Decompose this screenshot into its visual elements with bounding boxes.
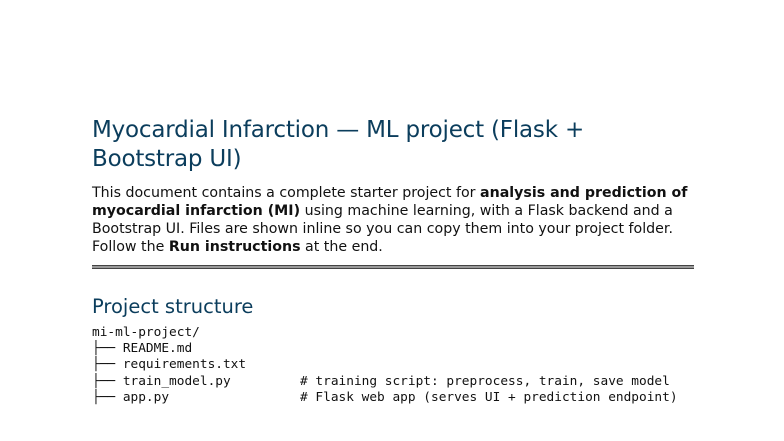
page-title: Myocardial Infarction — ML project (Flas… xyxy=(92,117,585,172)
intro-bold-1: analysis and prediction of myocardial in… xyxy=(92,185,688,219)
intro-paragraph: This document contains a complete starte… xyxy=(92,184,694,256)
code-line: mi-ml-project/ xyxy=(92,325,200,340)
intro-text-1: This document contains a complete starte… xyxy=(92,185,481,201)
horizontal-rule xyxy=(92,265,694,269)
document-page: Myocardial Infarction — ML project (Flas… xyxy=(92,116,694,406)
code-line: ├── requirements.txt xyxy=(92,357,247,373)
code-line: ├── app.py # Flask web app (serves UI + … xyxy=(92,389,678,405)
project-structure-code-block: mi-ml-project/├── README.md├── requireme… xyxy=(92,325,692,406)
intro-text-3: at the end. xyxy=(300,239,383,255)
intro-bold-run-instructions: Run instructions xyxy=(168,239,301,255)
code-line: ├── README.md xyxy=(92,341,193,357)
intro-text-2: using machine learning, with a Flask bac… xyxy=(92,203,673,255)
section-heading-project-structure: Project structure xyxy=(92,295,254,318)
code-line: ├── train_model.py # training script: pr… xyxy=(92,373,670,389)
